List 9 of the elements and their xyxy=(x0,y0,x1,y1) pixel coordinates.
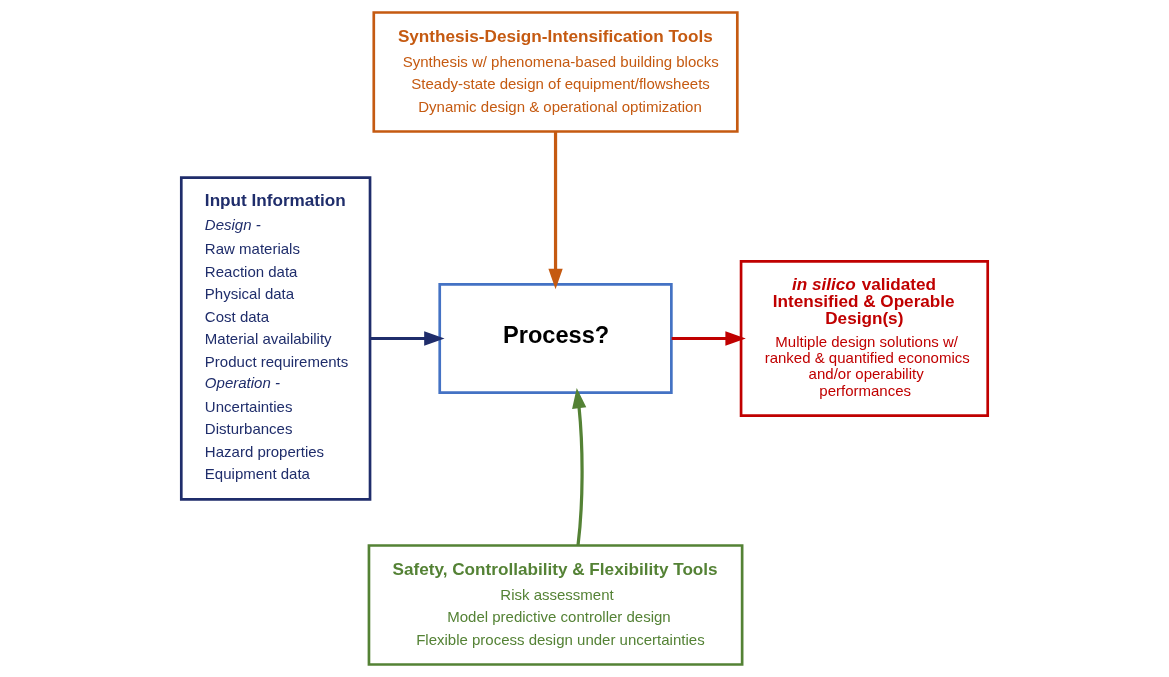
node-box: Safety, Controllability & Flexibility Tools Risk assessment Model predictive controller design Flexible process design under uncertainties xyxy=(367,544,744,666)
arrow xyxy=(572,387,587,546)
arrow xyxy=(548,131,563,290)
node-box: Input Information Design - Raw materials Reaction data Physical data Cost data Material availability Product requirements Operation - Uncertainties Disturbances Hazard properties Equipment data xyxy=(179,176,372,501)
node-box: in silico validated Intensified & Operable Design(s) Multiple design solutions w/ ranked & quantified economics and/or operability performances xyxy=(739,259,990,418)
arrow xyxy=(370,331,445,346)
node-box: Process? xyxy=(438,283,673,394)
arrow xyxy=(671,331,746,346)
node-box: Synthesis-Design-Intensification Tools Synthesis w/ phenomena-based building blocks Steady-state design of equipment/flowsheets Dynamic design & operational optimization xyxy=(372,11,739,133)
